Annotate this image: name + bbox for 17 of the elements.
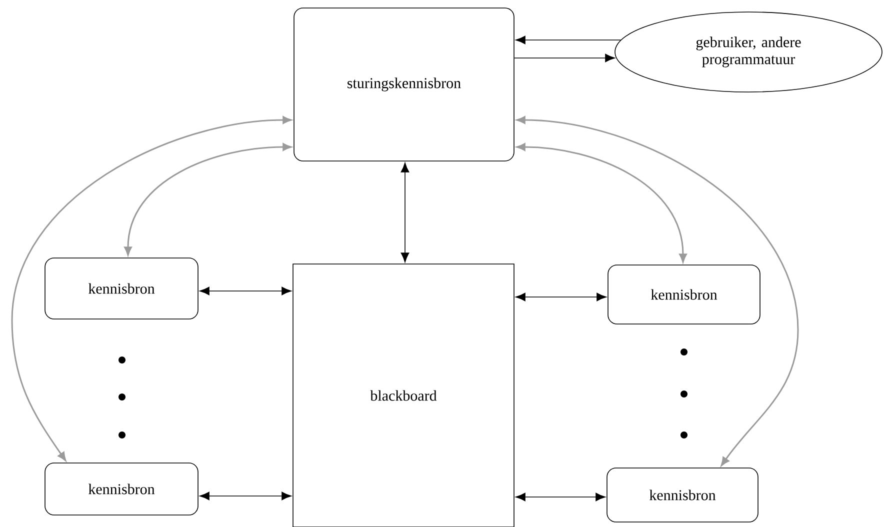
blackboard-box: blackboard <box>292 264 514 527</box>
arrow <box>11 116 292 461</box>
arrow <box>400 162 410 262</box>
arrow <box>516 292 606 302</box>
process-box: kennisbron <box>608 264 760 324</box>
arrow <box>516 492 606 502</box>
control-box: sturingskennisbron <box>294 8 514 162</box>
arrow <box>200 492 292 500</box>
arrow <box>200 286 292 296</box>
process-box: kennisbron <box>44 462 198 516</box>
process-box: kennisbron <box>44 258 198 320</box>
arrow <box>516 116 799 466</box>
arrow <box>124 143 292 256</box>
arrow <box>516 36 622 44</box>
process-box: kennisbron <box>606 468 758 522</box>
arrow <box>514 54 615 62</box>
arrow <box>516 143 687 262</box>
